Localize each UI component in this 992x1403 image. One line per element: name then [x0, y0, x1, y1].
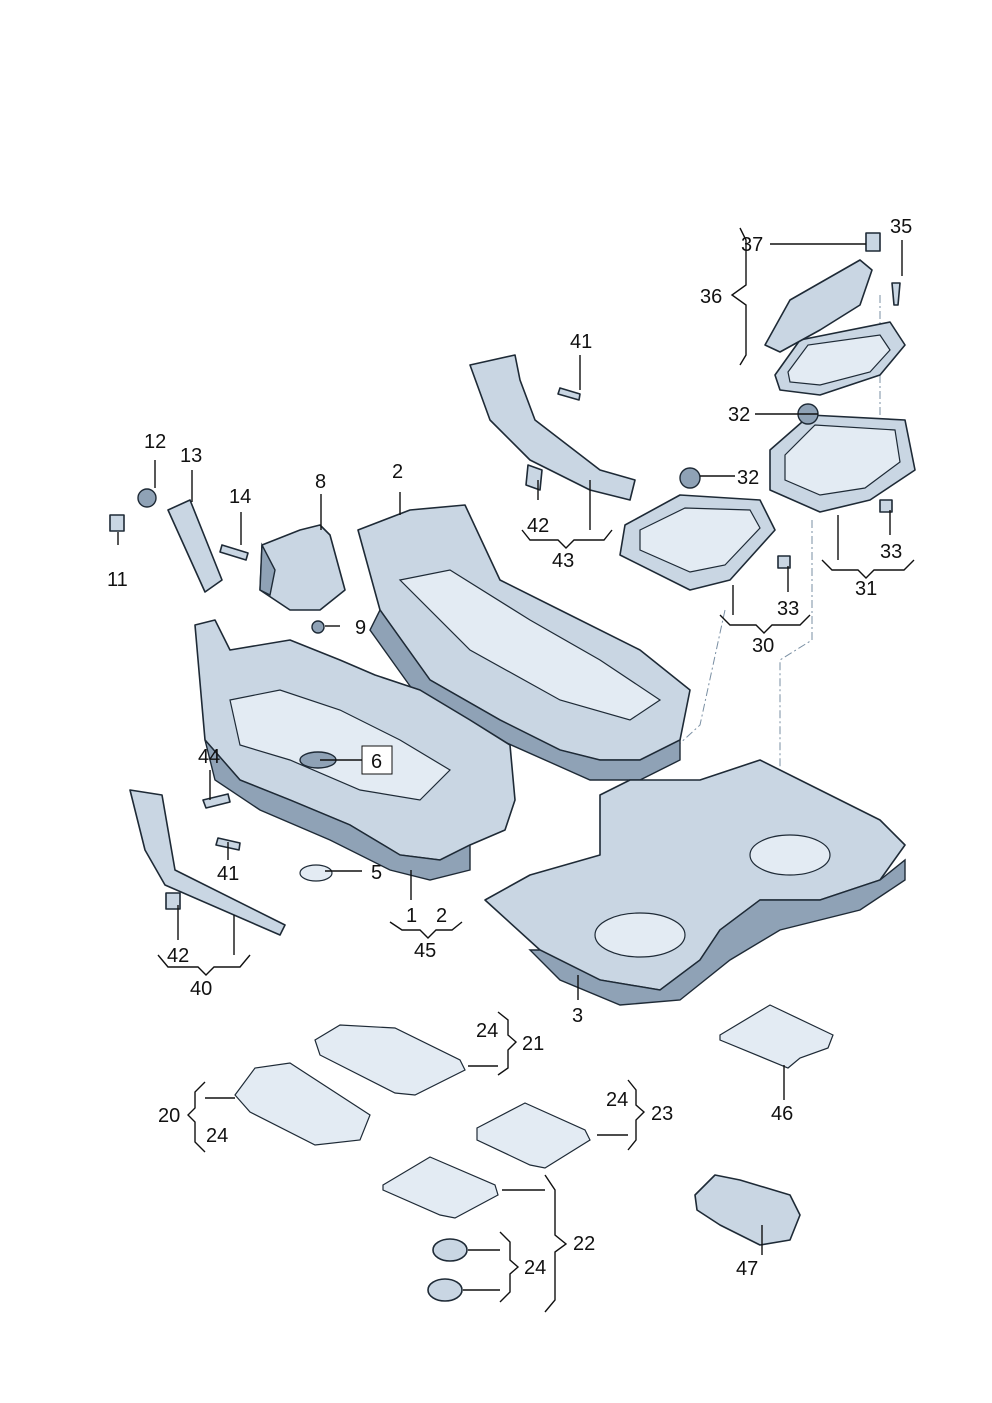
part-40-sill-trim [129, 789, 286, 936]
callout-24-fixings: 24 [524, 1257, 546, 1279]
part-30-tray [619, 494, 776, 591]
part-36-lid [764, 259, 906, 396]
callout-40: 40 [190, 978, 212, 1000]
part-43-sill-trim [469, 354, 636, 501]
callout-33-box: 33 [880, 541, 902, 563]
part-3-carpet [484, 759, 906, 1006]
braces [157, 227, 915, 1313]
callout-8: 8 [315, 471, 326, 493]
callout-32-upper: 32 [728, 404, 750, 426]
callout-24-rear-mats: 24 [476, 1020, 498, 1042]
callout-32-lower: 32 [737, 467, 759, 489]
callout-22: 22 [573, 1233, 595, 1255]
callout-20: 20 [158, 1105, 180, 1127]
callout-13: 13 [180, 445, 202, 467]
leader-lines [117, 240, 903, 1255]
callout-35: 35 [890, 216, 912, 238]
callout-21: 21 [522, 1033, 544, 1055]
callout-2-kit: 2 [436, 905, 447, 927]
callout-31: 31 [855, 578, 877, 600]
part-13-trim [167, 499, 223, 593]
callout-9: 9 [355, 617, 366, 639]
floor-mats [234, 1004, 834, 1302]
part-47-bracket [694, 1174, 801, 1246]
callout-37: 37 [741, 234, 763, 256]
callout-23: 23 [651, 1103, 673, 1125]
callout-42-right: 42 [527, 515, 549, 537]
part-8-bracket [259, 524, 346, 611]
callout-41-upper: 41 [570, 331, 592, 353]
callout-labels: 1 2 2 3 5 6 8 9 11 12 13 14 20 21 22 23 … [107, 216, 912, 1280]
callout-14: 14 [229, 486, 251, 508]
callout-24-front-mats: 24 [206, 1125, 228, 1147]
callout-45: 45 [414, 940, 436, 962]
callout-24-right-mats: 24 [606, 1089, 628, 1111]
callout-33-tray: 33 [777, 598, 799, 620]
callout-41-lower: 41 [217, 863, 239, 885]
callout-36: 36 [700, 286, 722, 308]
callout-43: 43 [552, 550, 574, 572]
callout-5: 5 [371, 862, 382, 884]
callout-11: 11 [107, 569, 128, 591]
callout-3: 3 [572, 1005, 583, 1027]
part-31-box [769, 414, 916, 513]
callout-30: 30 [752, 635, 774, 657]
callout-2-front: 2 [392, 461, 403, 483]
callout-1: 1 [406, 905, 417, 927]
part-1-carpet [194, 619, 516, 881]
callout-47: 47 [736, 1258, 758, 1280]
callout-6: 6 [371, 751, 382, 773]
callout-46: 46 [771, 1103, 793, 1125]
callout-42-left: 42 [167, 945, 189, 967]
callout-6-box [361, 745, 393, 775]
callout-44: 44 [198, 746, 220, 768]
callout-12: 12 [144, 431, 166, 453]
